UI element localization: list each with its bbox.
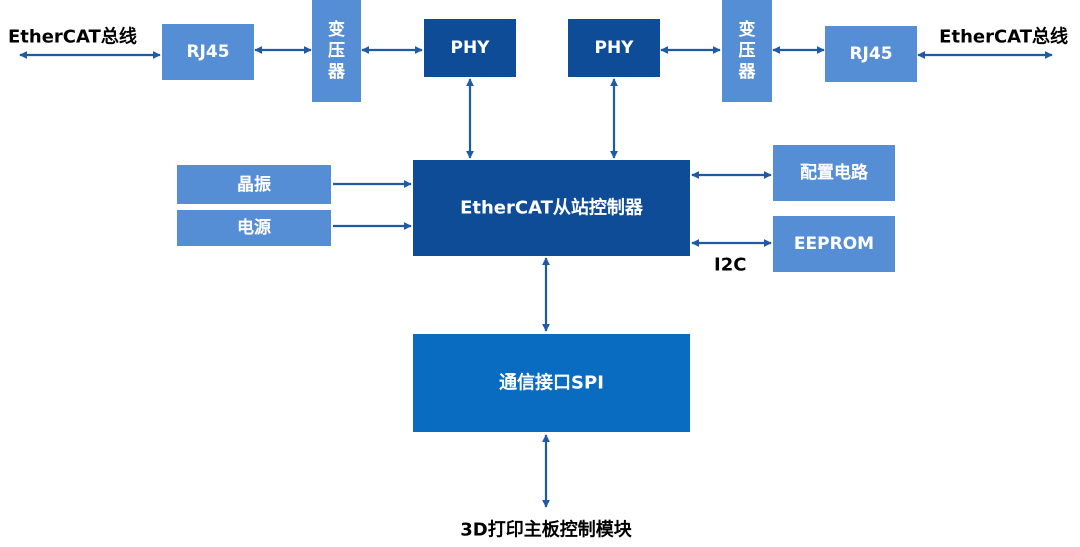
transformer-right-char-1: 变 (739, 19, 756, 40)
config-circuit-label: 配置电路 (800, 162, 869, 183)
transformer-right-char-2: 压 (739, 41, 756, 61)
bus-left-label: EtherCAT总线 (8, 26, 137, 48)
bottom-module-label: 3D打印主板控制模块 (460, 519, 632, 541)
crystal-label: 晶振 (237, 174, 271, 195)
power-label: 电源 (237, 217, 271, 238)
rj45-left-box: RJ45 (162, 24, 254, 80)
phy-left-label: PHY (451, 38, 491, 58)
eeprom-label: EEPROM (794, 234, 874, 254)
spi-box: 通信接口SPI (413, 334, 690, 432)
bus-right-label: EtherCAT总线 (939, 26, 1068, 48)
config-circuit-box: 配置电路 (773, 145, 895, 201)
transformer-left-char-2: 压 (328, 41, 345, 61)
phy-right-label: PHY (595, 38, 635, 58)
transformer-left-box: 变 压 器 (312, 0, 361, 102)
connectors (19, 46, 1053, 508)
phy-right-box: PHY (568, 19, 660, 77)
eeprom-box: EEPROM (773, 216, 895, 272)
rj45-left-label: RJ45 (186, 42, 229, 62)
controller-label: EtherCAT从站控制器 (460, 197, 644, 219)
transformer-right-char-3: 器 (738, 62, 757, 82)
phy-left-box: PHY (424, 19, 516, 77)
spi-label: 通信接口SPI (499, 372, 604, 394)
transformer-right-box: 变 压 器 (722, 0, 772, 102)
rj45-right-box: RJ45 (825, 26, 917, 82)
controller-box: EtherCAT从站控制器 (413, 160, 690, 256)
rj45-right-label: RJ45 (849, 44, 892, 64)
crystal-box: 晶振 (177, 165, 331, 204)
transformer-left-char-3: 器 (327, 62, 346, 82)
i2c-label: I2C (714, 255, 746, 276)
transformer-left-char-1: 变 (328, 19, 345, 40)
power-box: 电源 (177, 210, 331, 246)
